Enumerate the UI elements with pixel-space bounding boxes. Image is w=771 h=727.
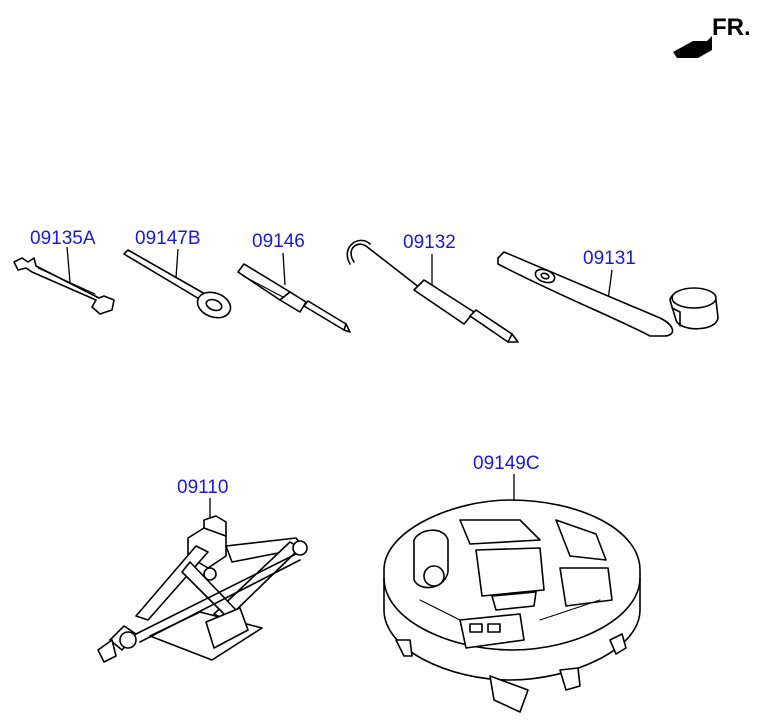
- eye-bolt-code: 09147B: [135, 228, 201, 249]
- screwdriver-leader: [282, 252, 286, 286]
- jack-code: 09110: [177, 477, 228, 498]
- lug-wrench-code: 09131: [583, 248, 636, 269]
- eye-bolt-part: 09147B: [123, 228, 232, 319]
- wrench-code: 09135A: [30, 228, 96, 249]
- front-arrow-icon: [673, 36, 712, 58]
- screwdriver-part: 09146: [237, 231, 351, 333]
- front-direction-label: FR.: [712, 14, 751, 41]
- screwdriver-code: 09146: [252, 231, 305, 252]
- wrench-part: 09135A: [13, 228, 115, 315]
- jack-part: 09110: [97, 477, 308, 663]
- lug-wrench-part: 09131: [497, 248, 719, 337]
- lug-wrench-leader: [607, 269, 613, 301]
- eye-bolt-leader: [175, 248, 179, 279]
- wrench-leader: [66, 246, 71, 283]
- hook-rod-code: 09132: [403, 232, 456, 253]
- tray-part: 09149C: [383, 453, 641, 713]
- tray-code: 09149C: [473, 453, 540, 474]
- hook-rod-part: 09132: [346, 232, 519, 343]
- front-direction-indicator: FR.: [673, 14, 751, 58]
